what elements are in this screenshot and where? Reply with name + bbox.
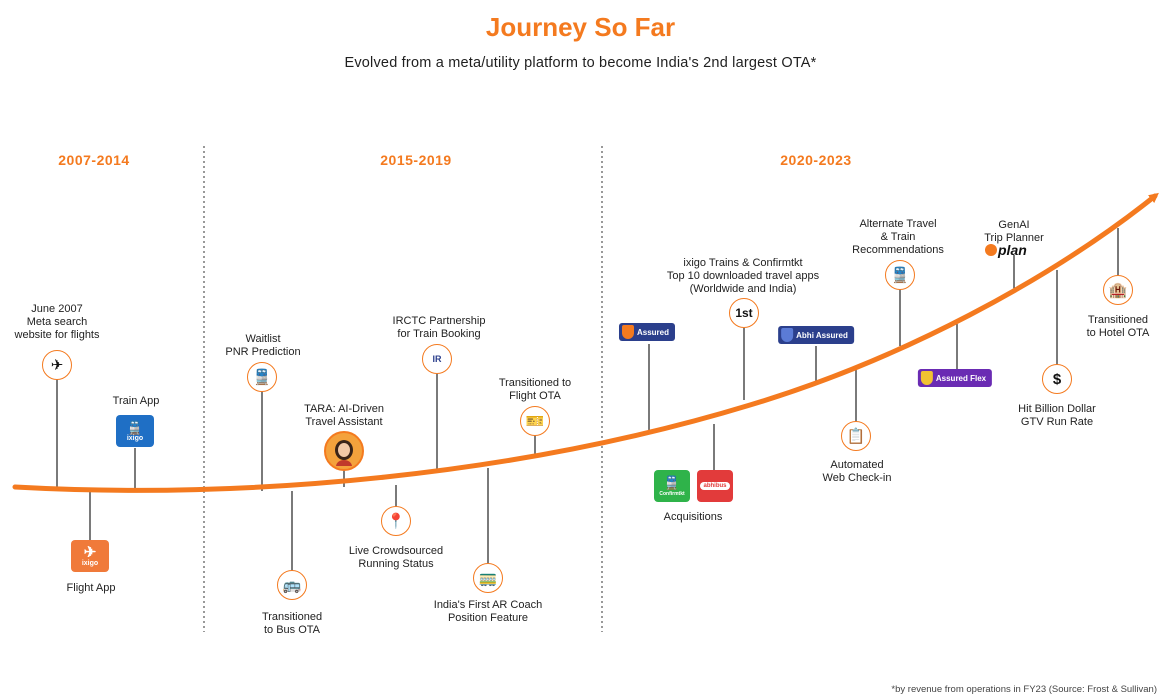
abhibus-logo-text: abhibus	[700, 482, 730, 490]
shield-icon	[621, 325, 634, 339]
tara-avatar	[324, 431, 364, 471]
train-icon: 🚆	[247, 362, 277, 392]
assured-badge-text: Assured	[636, 327, 670, 337]
ar-coach-icon: 🚃	[473, 563, 503, 593]
abhi-assured-badge-text: Abhi Assured	[796, 330, 848, 340]
first-rank-badge: 1st	[729, 298, 759, 328]
ixigo-logo-text: ixigo	[126, 434, 144, 442]
page-subtitle: Evolved from a meta/utility platform to …	[344, 55, 817, 71]
confirmtkt-logo-text: Confirmtkt	[659, 491, 685, 497]
ixigo-flight-app-icon: ✈ ixigo	[71, 540, 109, 572]
train-recommendation-icon: 🚆	[885, 260, 915, 290]
page-title: Journey So Far	[485, 12, 676, 42]
footnote: *by revenue from operations in FY23 (Sou…	[891, 684, 1157, 695]
plan-logo: plan	[985, 242, 1027, 258]
abhi-assured-badge: Abhi Assured	[778, 326, 854, 344]
dollar-icon-text: $	[1052, 370, 1062, 388]
airplane-icon: ✈	[42, 350, 72, 380]
period-label-2015-2019: 2015-2019	[380, 152, 452, 168]
confirmtkt-logo: 🚆 Confirmtkt	[654, 470, 690, 502]
bus-icon: 🚌	[277, 570, 307, 600]
assured-badge: Assured	[618, 323, 676, 341]
abhibus-logo: abhibus	[697, 470, 733, 502]
plan-logo-text: plan	[998, 242, 1027, 258]
check-shield-icon	[781, 328, 794, 342]
first-rank-badge-text: 1st	[735, 306, 753, 320]
web-checkin-icon: 📋	[841, 421, 871, 451]
period-label-2007-2014: 2007-2014	[58, 152, 130, 168]
assured-flex-badge-text: Assured Flex	[935, 373, 987, 383]
label-acquisitions: Acquisitions	[663, 511, 723, 523]
assured-flex-badge: Assured Flex	[917, 369, 993, 387]
location-pin-icon: 📍	[381, 506, 411, 536]
irctc-logo-icon: IR	[422, 344, 452, 374]
flex-shield-icon	[920, 371, 933, 385]
label-flight-app: Flight App	[66, 582, 116, 594]
plan-logo-mark-icon	[985, 244, 997, 256]
period-label-2020-2023: 2020-2023	[780, 152, 852, 168]
ixigo-logo-text: ixigo	[81, 560, 99, 567]
growth-curve	[12, 192, 1159, 493]
dollar-icon: $	[1042, 364, 1072, 394]
milestone-connectors	[56, 228, 1119, 572]
ticket-icon: 🎫	[520, 406, 550, 436]
label-train-app: Train App	[112, 395, 160, 407]
hotel-icon: 🏨	[1103, 275, 1133, 305]
ixigo-train-app-icon: 🚆 ixigo	[116, 415, 154, 447]
